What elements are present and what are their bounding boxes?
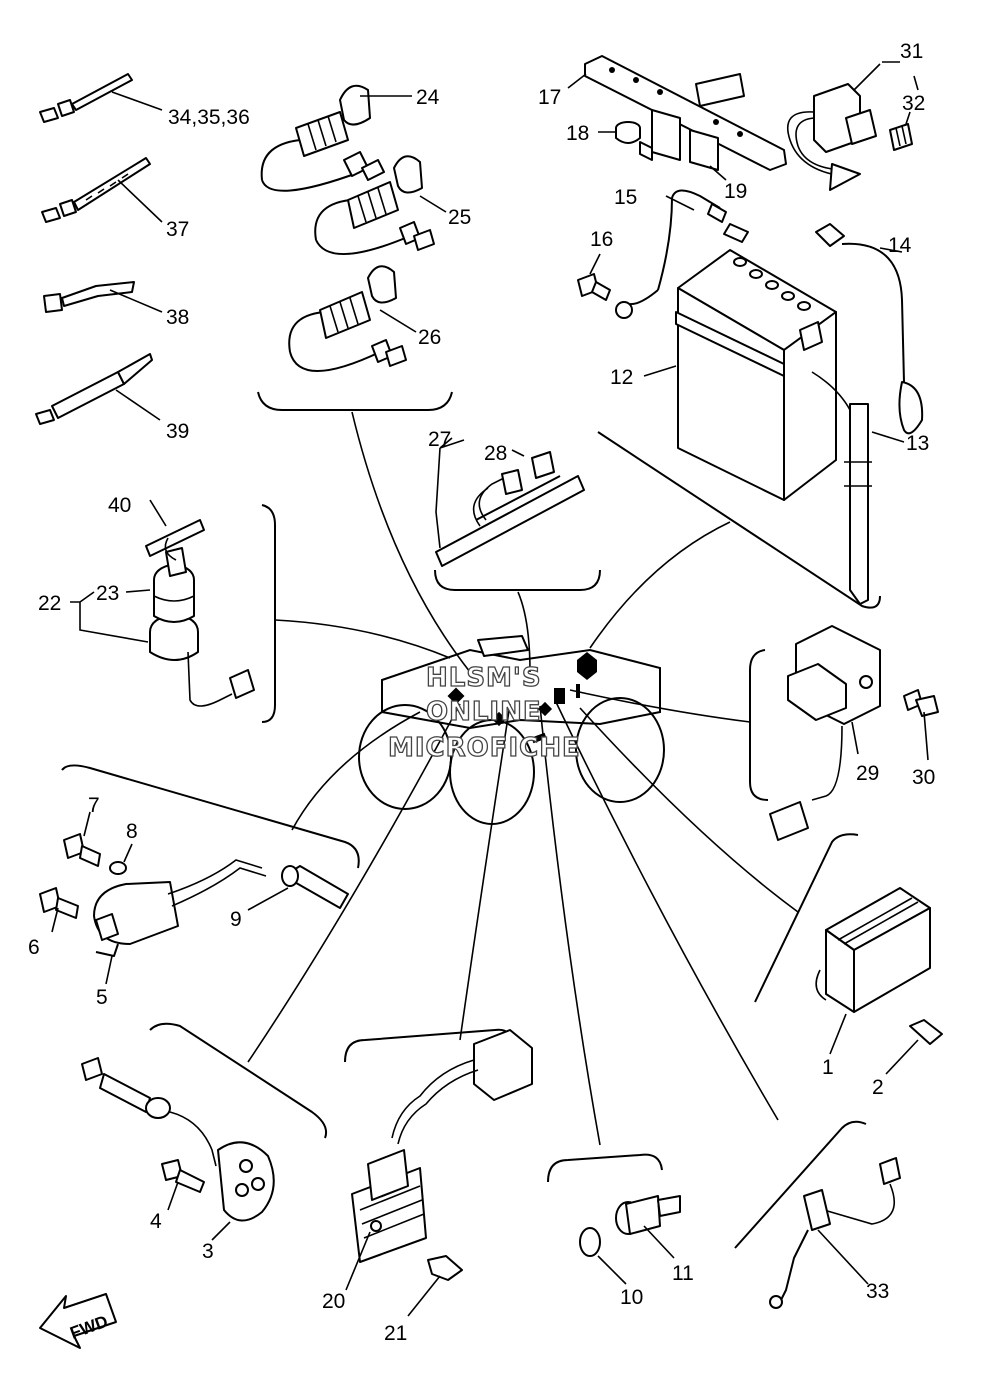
battery-cable-15 xyxy=(615,189,749,319)
fwd-arrow xyxy=(39,1293,117,1349)
ignitor-unit-29 xyxy=(769,625,881,841)
watermark-line-2: ONLINE xyxy=(426,697,542,727)
watermark-line-1: HLSM'S xyxy=(426,663,542,693)
cdi-unit-1 xyxy=(815,887,931,1013)
callout-39: 39 xyxy=(166,420,189,443)
cable-tie-38 xyxy=(43,281,135,313)
callout-23: 23 xyxy=(96,582,119,605)
group-brackets xyxy=(61,391,881,1249)
callout-22: 22 xyxy=(38,592,61,615)
callout-2: 2 xyxy=(872,1076,884,1099)
callout-10: 10 xyxy=(620,1286,643,1309)
cable-tie-37 xyxy=(41,157,151,223)
callout-18: 18 xyxy=(566,122,589,145)
fuse-32 xyxy=(889,123,913,151)
callout-8: 8 xyxy=(126,820,138,843)
callout-40: 40 xyxy=(108,494,131,517)
callout-25: 25 xyxy=(448,206,471,229)
callout-19: 19 xyxy=(724,180,747,203)
atv-silhouette xyxy=(358,635,665,825)
callout-26: 26 xyxy=(418,326,441,349)
connector-28 xyxy=(501,451,555,495)
callout-7: 7 xyxy=(88,794,100,817)
sensor-3 xyxy=(81,1057,275,1222)
spark-plug-wire-26 xyxy=(288,265,407,372)
spark-plug-wire-25 xyxy=(314,155,435,256)
ignition-coil-5 xyxy=(93,859,267,957)
bolt-6 xyxy=(39,887,79,919)
vent-hose-13 xyxy=(811,371,872,605)
callout-labels: 1 2 3 4 5 6 7 8 9 10 11 12 13 14 15 16 1… xyxy=(28,40,935,1345)
callout-9: 9 xyxy=(230,908,242,931)
neutral-switch-11 xyxy=(615,1195,681,1235)
main-switch-22 xyxy=(149,547,255,707)
callout-1: 1 xyxy=(822,1056,834,1079)
callout-30: 30 xyxy=(912,766,935,789)
relay-19 xyxy=(639,109,719,171)
callout-37: 37 xyxy=(166,218,189,241)
callout-33: 33 xyxy=(866,1280,889,1303)
callout-28: 28 xyxy=(484,442,507,465)
key-tag-40 xyxy=(145,519,205,561)
washer-10 xyxy=(579,1227,601,1257)
cable-tie-39 xyxy=(35,353,153,425)
spark-plug-wire-24 xyxy=(260,84,385,192)
callout-11: 11 xyxy=(672,1262,694,1285)
watermark: HLSM'S ONLINE MICROFICHE xyxy=(387,662,581,763)
battery-12 xyxy=(675,249,837,501)
cap-18 xyxy=(615,121,641,144)
cable-tie-34 xyxy=(39,73,133,123)
callout-4: 4 xyxy=(150,1210,162,1233)
watermark-line-3: MICROFICHE xyxy=(388,733,581,763)
sensor-33 xyxy=(769,1157,901,1309)
leader-lines xyxy=(51,61,929,1317)
callout-31: 31 xyxy=(900,40,923,63)
plug-cap-9 xyxy=(281,865,349,909)
callout-5: 5 xyxy=(96,986,108,1009)
callout-3: 3 xyxy=(202,1240,214,1263)
callout-24: 24 xyxy=(416,86,440,109)
connector-lines xyxy=(247,411,799,1146)
callout-15: 15 xyxy=(614,186,637,209)
atv-part-markers xyxy=(447,652,597,744)
rectifier-regulator-20 xyxy=(351,1029,533,1263)
callout-6: 6 xyxy=(28,936,40,959)
callout-29: 29 xyxy=(856,762,879,785)
callout-21: 21 xyxy=(384,1322,407,1345)
callout-38: 38 xyxy=(166,306,189,329)
callout-14: 14 xyxy=(888,234,912,257)
callout-12: 12 xyxy=(610,366,633,389)
fuse-holder-31 xyxy=(786,83,877,191)
callout-16: 16 xyxy=(590,228,613,251)
bolt-7 xyxy=(63,833,101,867)
washer-8 xyxy=(109,861,127,875)
bolt-30 xyxy=(903,689,939,717)
bolt-16 xyxy=(577,273,611,301)
callout-27: 27 xyxy=(428,428,451,451)
callout-20: 20 xyxy=(322,1290,345,1313)
battery-cable-14 xyxy=(815,223,924,435)
callout-32: 32 xyxy=(902,92,925,115)
callout-17: 17 xyxy=(538,86,561,109)
wire-harness-27 xyxy=(435,475,585,567)
callout-34-35-36: 34,35,36 xyxy=(168,106,250,129)
screw-21 xyxy=(427,1255,463,1281)
bolt-2 xyxy=(909,1019,943,1045)
callout-13: 13 xyxy=(906,432,929,455)
battery-bracket-17 xyxy=(584,55,787,171)
bolt-4 xyxy=(161,1159,205,1193)
